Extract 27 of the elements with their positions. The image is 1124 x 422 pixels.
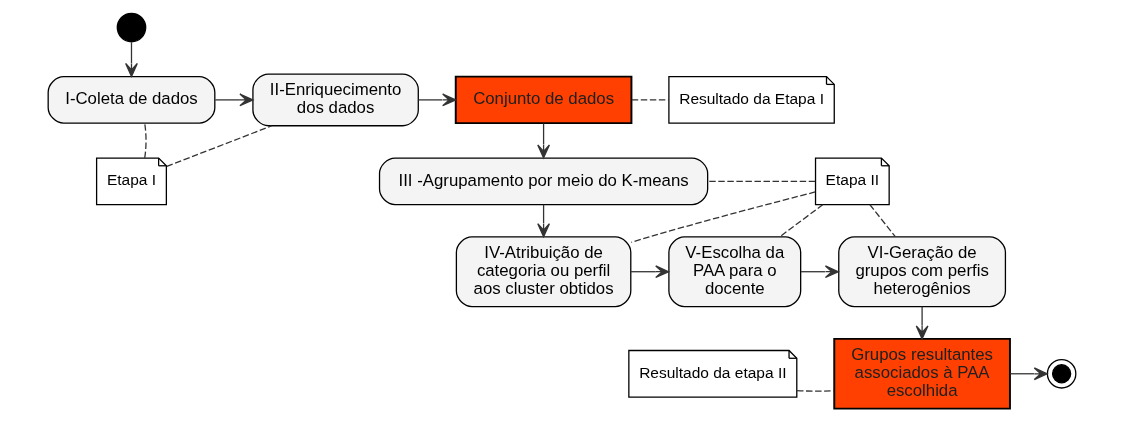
node-box: VI-Geração de grupos com perfis heterogênios bbox=[838, 236, 1007, 308]
connector bbox=[779, 204, 824, 238]
arrow bbox=[630, 265, 670, 279]
node-circle bbox=[116, 12, 147, 43]
arrow bbox=[800, 265, 840, 279]
connector bbox=[796, 389, 835, 392]
arrow bbox=[537, 204, 551, 238]
arrow bbox=[537, 122, 551, 159]
node-box: Grupos resultantes associados à PAA escolhida bbox=[833, 337, 1011, 410]
node-box: Conjunto de dados bbox=[454, 75, 633, 125]
connector bbox=[630, 191, 816, 243]
node-box: IV-Atribuição de categoria ou perfil aos cluster obtidos bbox=[455, 236, 632, 308]
arrow bbox=[915, 306, 929, 340]
node-box: V-Escolha da PAA para o docente bbox=[668, 236, 802, 308]
connector bbox=[707, 180, 816, 182]
node-circle bbox=[1046, 358, 1077, 389]
arrow bbox=[125, 41, 138, 78]
arrow bbox=[214, 93, 254, 107]
connector bbox=[166, 125, 273, 168]
node-box: II-Enriquecimento dos dados bbox=[252, 73, 419, 127]
connector bbox=[869, 204, 896, 238]
arrow bbox=[417, 93, 457, 107]
node-box: III -Agrupamento por meio do K-means bbox=[378, 157, 709, 206]
connector bbox=[144, 122, 147, 159]
connector bbox=[631, 99, 670, 101]
arrow bbox=[1009, 367, 1048, 381]
node-box: I-Coleta de dados bbox=[47, 76, 216, 124]
